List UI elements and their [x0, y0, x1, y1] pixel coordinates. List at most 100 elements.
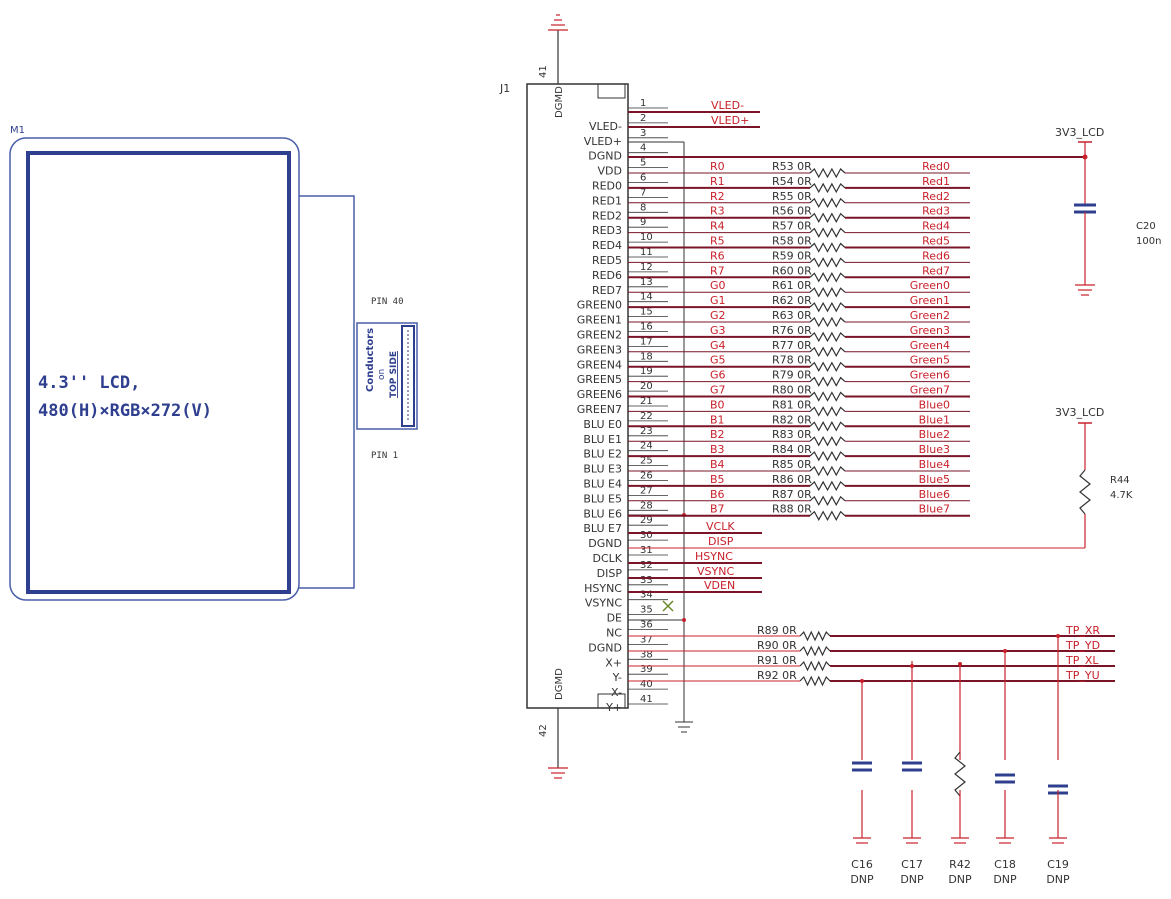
rgb-output-net: Green0	[910, 279, 950, 292]
j1-pin-number: 1	[640, 98, 646, 109]
tp-net-label: TP_XL	[1065, 654, 1099, 667]
rgb-output-net: Red2	[922, 190, 950, 203]
j1-pin-name: GREEN7	[577, 403, 622, 416]
conductors-label: Conductors	[365, 328, 376, 392]
resistor-zigzag	[809, 242, 846, 253]
lcd-active-area	[26, 151, 291, 594]
j1-pin42-label: 42	[538, 724, 549, 737]
rgb-resistor-label: R59 0R	[772, 249, 812, 262]
resistor-zigzag	[809, 435, 846, 447]
rgb-net-label: B4	[710, 458, 725, 471]
junction-dot	[682, 618, 686, 622]
j1-pin-name: BLU E3	[583, 463, 622, 476]
resistor-zigzag	[809, 465, 846, 477]
tp-resistor-label: R90 0R	[757, 639, 797, 652]
j1-pin-name: NC	[606, 627, 622, 640]
rgb-net-label: G1	[710, 294, 726, 307]
j1-pin-number: 37	[640, 634, 653, 645]
bottom-part-value: DNP	[1046, 873, 1070, 886]
resistor-zigzag	[954, 751, 966, 797]
resistor-zigzag	[809, 495, 846, 507]
pin1-label: PIN 1	[371, 451, 398, 461]
j1-pin-number: 25	[640, 456, 653, 467]
j1-pin-name: GREEN2	[577, 329, 622, 342]
resistor-zigzag	[809, 406, 846, 417]
j1-pin-name: VLED-	[589, 120, 622, 133]
rgb-output-net: Blue0	[919, 398, 950, 411]
j1-pin-number: 7	[640, 187, 646, 198]
rgb-output-net: Red6	[922, 249, 950, 262]
j1-pin-number: 19	[640, 366, 653, 377]
j1-pin-number: 30	[640, 530, 653, 541]
rgb-net-label: R4	[710, 220, 725, 233]
j1-pin-name: RED2	[592, 209, 622, 222]
j1-pin-name: RED7	[592, 284, 622, 297]
rgb-net-label: G7	[710, 384, 726, 397]
rgb-resistor-label: R80 0R	[772, 384, 812, 397]
resistor-zigzag	[809, 272, 846, 283]
net-vden: VDEN	[704, 579, 735, 592]
j1-pin-number: 32	[640, 560, 653, 571]
j1-pin-number: 41	[640, 694, 653, 705]
j1-pin-number: 36	[640, 620, 653, 631]
bottom-part-value: DNP	[900, 873, 924, 886]
resistor-zigzag	[809, 391, 846, 402]
net-vclk: VCLK	[706, 520, 735, 533]
bottom-part-ref: C18	[994, 858, 1016, 871]
j1-pin-number: 24	[640, 441, 653, 452]
c20-ref: C20	[1136, 221, 1156, 232]
resistor-zigzag	[799, 645, 831, 657]
j1-pin-name: GREEN0	[577, 299, 622, 312]
rgb-resistor-label: R84 0R	[772, 443, 812, 456]
rgb-resistor-label: R85 0R	[772, 458, 812, 471]
rgb-output-net: Green1	[910, 294, 950, 307]
j1-pin-name: RED4	[592, 239, 622, 252]
resistor-zigzag	[799, 675, 831, 687]
nc-cross-icon	[662, 600, 674, 612]
resistor-zigzag	[809, 376, 846, 387]
rgb-net-label: R2	[710, 190, 725, 203]
j1-pin-name: DE	[607, 612, 622, 625]
j1-pin-name: BLU E2	[583, 448, 622, 461]
j1-pin-number: 12	[640, 262, 653, 273]
rgb-net-label: G4	[710, 339, 726, 352]
rgb-output-net: Red7	[922, 264, 950, 277]
rgb-net-label: R1	[710, 175, 725, 188]
j1-pin-number: 2	[640, 113, 646, 124]
rgb-output-net: Red5	[922, 235, 950, 248]
j1-pin-number: 4	[640, 143, 646, 154]
j1-pin-name: X+	[605, 656, 622, 669]
power-label-3v3-top: 3V3_LCD	[1055, 126, 1104, 139]
j1-pin-number: 39	[640, 664, 653, 675]
rgb-output-net: Green2	[910, 309, 950, 322]
lcd-module: M1 4.3'' LCD, 480(H)×RGB×272(V) Conducto…	[9, 125, 418, 601]
rgb-net-label: G3	[710, 324, 726, 337]
bottom-part-ref: C17	[901, 858, 923, 871]
rgb-resistor-label: R63 0R	[772, 309, 812, 322]
j1-pin-number: 3	[640, 128, 646, 139]
tp-net-label: TP_YU	[1065, 669, 1100, 682]
resistor-zigzag	[809, 510, 846, 521]
rgb-resistor-label: R54 0R	[772, 175, 812, 188]
j1-pin-name: GREEN4	[577, 358, 622, 371]
top-side-label: TOP SIDE	[389, 351, 399, 398]
j1-pin-name: BLU E0	[583, 418, 622, 431]
bottom-part-ref: C16	[851, 858, 873, 871]
resistor-zigzag	[809, 421, 846, 432]
j1-pin-name: BLU E7	[583, 522, 622, 535]
j1-pin-number: 26	[640, 471, 653, 482]
pin40-label: PIN 40	[371, 297, 404, 307]
j1-pin-name: DCLK	[593, 552, 623, 565]
j1-pin-name: BLU E6	[583, 507, 622, 520]
rgb-resistor-label: R57 0R	[772, 220, 812, 233]
tp-net-label: TP_YD	[1065, 639, 1100, 652]
j1-pin-name: VSYNC	[585, 597, 622, 610]
net-vsync: VSYNC	[697, 565, 734, 578]
rgb-net-label: G6	[710, 369, 726, 382]
module-outline	[9, 137, 300, 601]
bottom-part-ref: C19	[1047, 858, 1069, 871]
rgb-net-label: B0	[710, 398, 725, 411]
j1-pin-name: DGND	[588, 537, 622, 550]
